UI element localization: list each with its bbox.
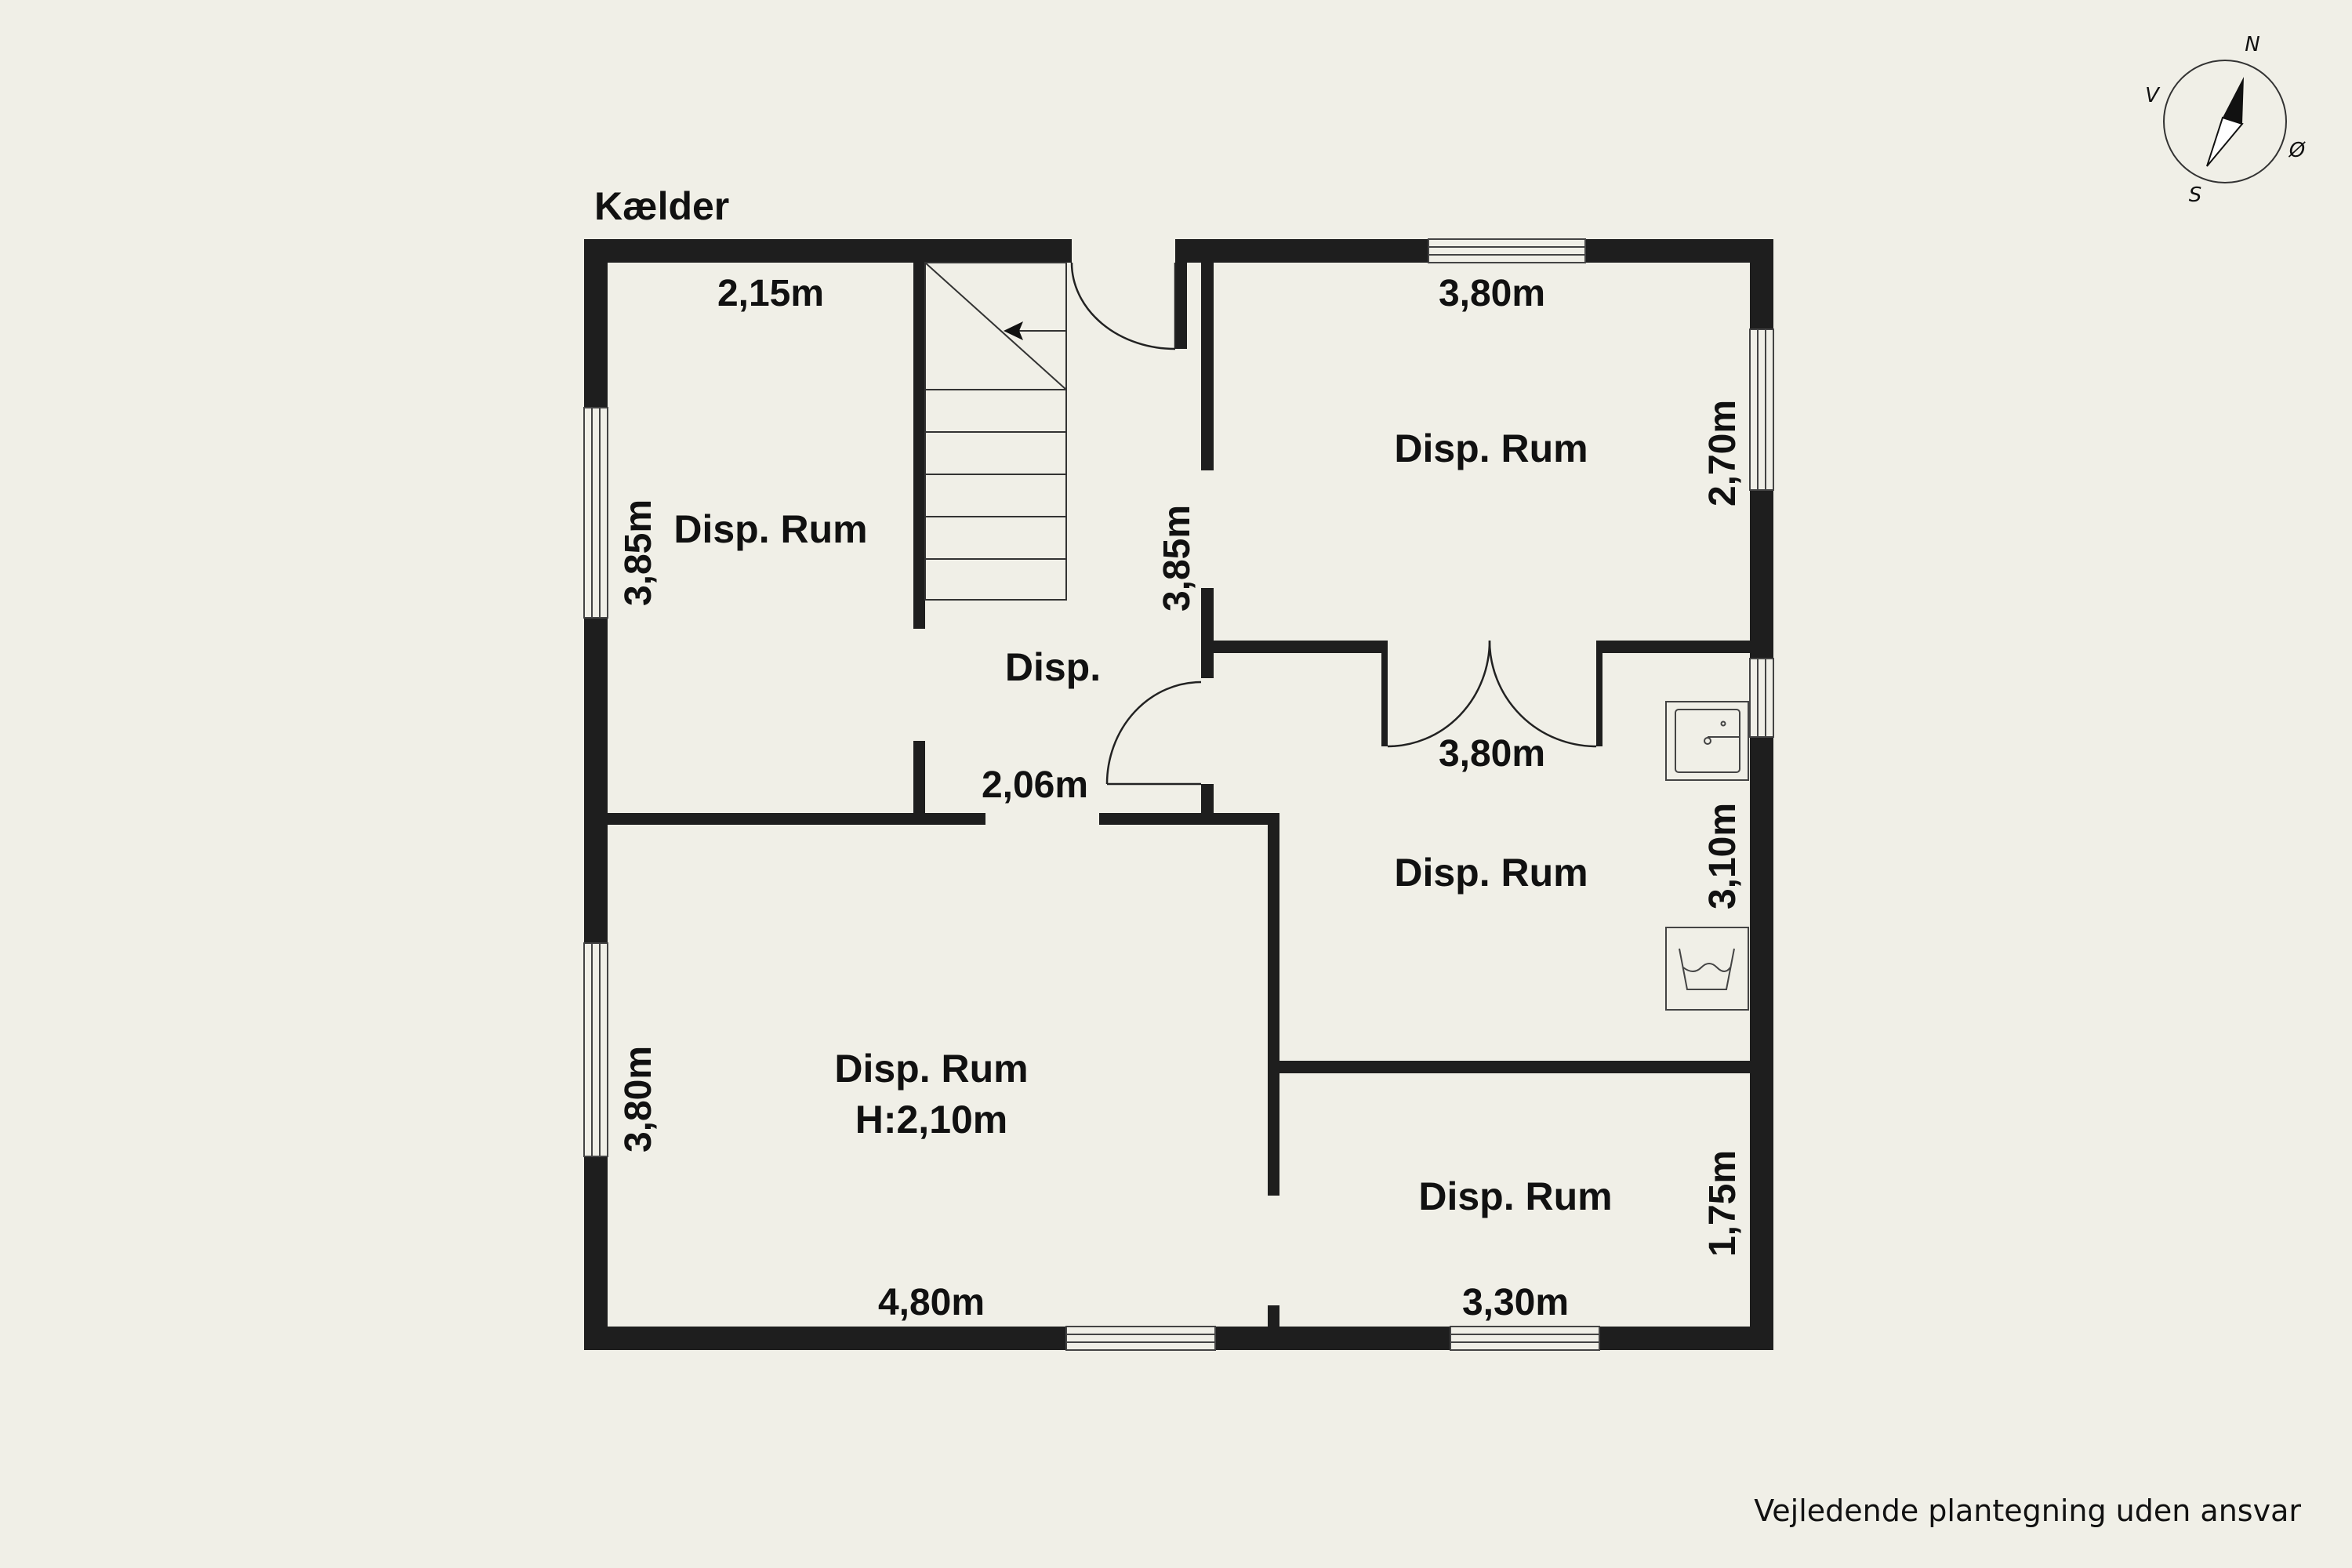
- window-bottom-left: [1065, 1326, 1216, 1351]
- dim-top-left-width: 2,15m: [717, 273, 824, 314]
- wall-center-vertical: [1268, 813, 1279, 1196]
- wall-stair-left-lower: [913, 741, 925, 819]
- wall-hall-right-lower: [1201, 588, 1214, 678]
- floor-title: Kælder: [594, 184, 729, 228]
- window-bottom-right: [1450, 1326, 1600, 1351]
- dim-bottom-right-height: 1,75m: [1702, 1150, 1744, 1257]
- room-label-bottom-right: Disp. Rum: [1418, 1174, 1612, 1218]
- wall-bottom-right-divider: [1279, 1061, 1750, 1073]
- door-double: [1387, 640, 1597, 748]
- compass-west-label: V: [2145, 84, 2161, 107]
- wall-mid-center: [1099, 813, 1214, 825]
- wall-mid-step: [1201, 813, 1279, 825]
- room-height-bottom-left: H:2,10m: [855, 1098, 1008, 1142]
- doors: [1070, 262, 1597, 786]
- wall-outer-top-left: [584, 239, 1072, 263]
- door-hall: [1105, 681, 1202, 786]
- dim-top-right-height: 2,70m: [1702, 400, 1744, 506]
- windows: [583, 238, 1774, 1351]
- window-right-mid: [1749, 658, 1774, 738]
- compass-south-label: S: [2189, 183, 2202, 207]
- washing-machine-icon: [1665, 927, 1749, 1011]
- wall-center-stub: [1268, 1305, 1279, 1327]
- door-entrance: [1070, 262, 1177, 350]
- room-label-mid-right: Disp. Rum: [1394, 851, 1588, 895]
- disclaimer-text: Vejledende plantegning uden ansvar: [1754, 1494, 2301, 1528]
- dim-hall-height: 3,85m: [1156, 505, 1198, 612]
- window-top: [1428, 238, 1586, 263]
- wall-mid-left: [608, 813, 985, 825]
- room-label-top-left: Disp. Rum: [673, 507, 867, 551]
- window-right-upper: [1749, 328, 1774, 491]
- room-label-hall: Disp.: [1005, 645, 1101, 689]
- dim-hall-width: 2,06m: [982, 764, 1088, 806]
- compass-north-label: N: [2245, 33, 2259, 56]
- sink-icon: [1665, 701, 1749, 781]
- wall-right-divider-b: [1596, 641, 1750, 653]
- dim-mid-right-height: 3,10m: [1702, 803, 1744, 909]
- room-label-top-right: Disp. Rum: [1394, 426, 1588, 470]
- dim-top-right-width: 3,80m: [1439, 273, 1545, 314]
- wall-double-door-jamb-right: [1596, 641, 1602, 746]
- stairs: [924, 262, 1067, 601]
- wall-outer-left: [584, 239, 608, 1350]
- window-left-upper: [583, 407, 608, 619]
- wall-double-door-jamb-left: [1381, 641, 1388, 746]
- dim-bottom-left-width: 4,80m: [878, 1282, 985, 1323]
- wall-hall-right-upper: [1201, 263, 1214, 470]
- compass-east-label: Ø: [2288, 139, 2307, 162]
- window-left-lower: [583, 942, 608, 1157]
- dim-bottom-right-width: 3,30m: [1462, 1282, 1569, 1323]
- compass-icon: [2163, 60, 2287, 183]
- wall-stair-left: [913, 263, 925, 629]
- dim-top-left-height: 3,85m: [618, 499, 659, 606]
- room-label-bottom-left: Disp. Rum: [834, 1047, 1028, 1091]
- wall-right-divider-a: [1214, 641, 1383, 653]
- dim-bottom-left-height: 3,80m: [618, 1046, 659, 1152]
- wall-hall-right-stub: [1201, 784, 1214, 819]
- dim-mid-right-width: 3,80m: [1439, 733, 1545, 775]
- arrow-left-icon: [1004, 321, 1023, 340]
- wall-door-jamb: [1175, 239, 1187, 349]
